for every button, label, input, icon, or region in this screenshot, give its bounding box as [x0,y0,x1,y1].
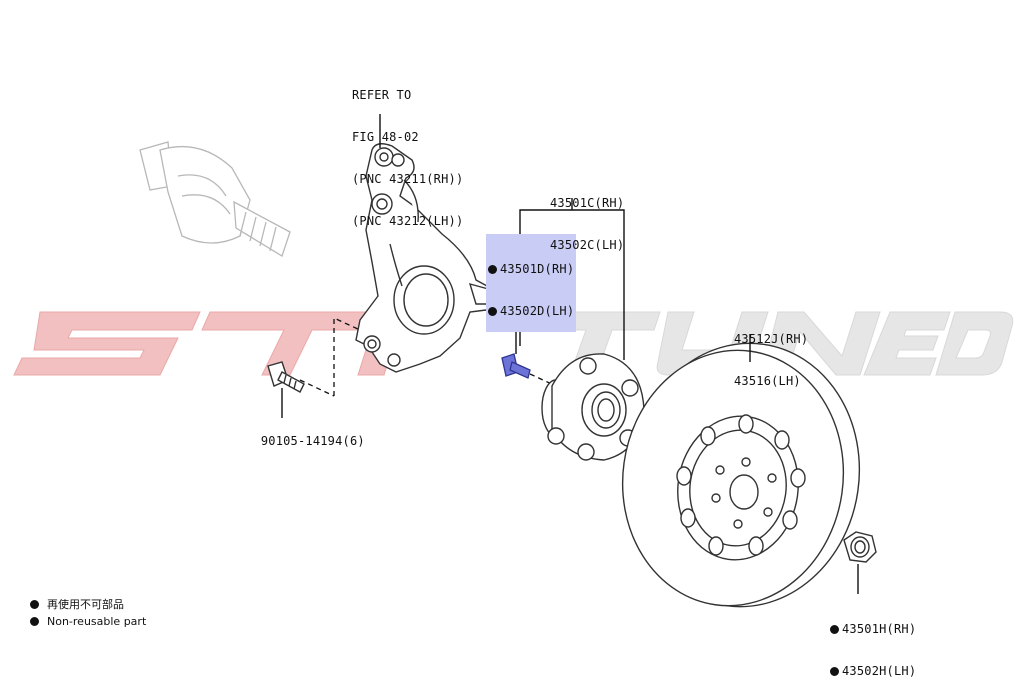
hub-bolt-highlighted [501,353,531,379]
brake-rotor [621,342,861,608]
hub-nut [843,531,877,563]
nut-callout-line-1: 43501H(RH) [830,622,916,636]
legend-item-japanese: 再使用不可部品 [30,598,146,612]
rotor-callout-lh: 43516(LH) [734,374,801,388]
rotor-callout[interactable]: 43512J(RH) 43516(LH) [734,304,808,402]
knuckle-callout-line-4: (PNC 43212(LH)) [352,214,464,228]
knuckle-callout-line-3: (PNC 43211(RH)) [352,172,464,186]
legend-text-japanese: 再使用不可部品 [47,598,124,611]
hub-callout[interactable]: 43501C(RH) 43502C(LH) [550,168,624,266]
non-reusable-dot-icon [830,625,839,634]
hub-callout-rh: 43501C(RH) [550,196,625,210]
drive-shaft-ghost [139,141,291,257]
legend-item-english: Non-reusable part [30,615,146,629]
hub-callout-lh: 43502C(LH) [550,238,625,252]
non-reusable-dot-icon [30,600,39,609]
rotor-callout-rh: 43512J(RH) [734,332,809,346]
bolt-part-number[interactable]: 90105-14194(6) [246,420,365,448]
hub-bolt-dash-line [529,373,557,387]
rotor-vents [676,414,806,556]
bolt-dash-line [299,379,335,397]
non-reusable-dot-icon [30,617,39,626]
nut-callout-line-2: 43502H(LH) [830,664,916,678]
steering-knuckle [355,143,500,373]
legend-text-english: Non-reusable part [47,615,147,628]
hub-highlight-line-2: 43502D(LH) [488,304,574,318]
hub-highlight-rh: 43501D(RH) [500,262,575,276]
flange-bolt [267,361,305,393]
bolt-part-number-text: 90105-14194(6) [260,434,365,448]
knuckle-callout-line-2: FIG 48-02 [352,130,419,144]
non-reusable-dot-icon [830,667,839,676]
hub-assembly [541,353,645,461]
non-reusable-dot-icon [488,265,497,274]
knuckle-callout-line-1: REFER TO [352,88,412,102]
non-reusable-dot-icon [488,307,497,316]
hub-highlight-callout[interactable]: 43501D(RH) 43502D(LH) [486,234,577,332]
nut-callout-rh: 43501H(RH) [842,622,917,636]
hub-highlight-line-1: 43501D(RH) [488,262,574,276]
watermark-sti [13,311,405,376]
knuckle-callout: REFER TO FIG 48-02 (PNC 43211(RH)) (PNC … [352,60,463,242]
legend: 再使用不可部品 Non-reusable part [30,598,146,629]
hub-highlight-lh: 43502D(LH) [500,304,575,318]
nut-callout-lh: 43502H(LH) [842,664,917,678]
nut-callout[interactable]: 43501H(RH) 43502H(LH) [830,594,916,692]
